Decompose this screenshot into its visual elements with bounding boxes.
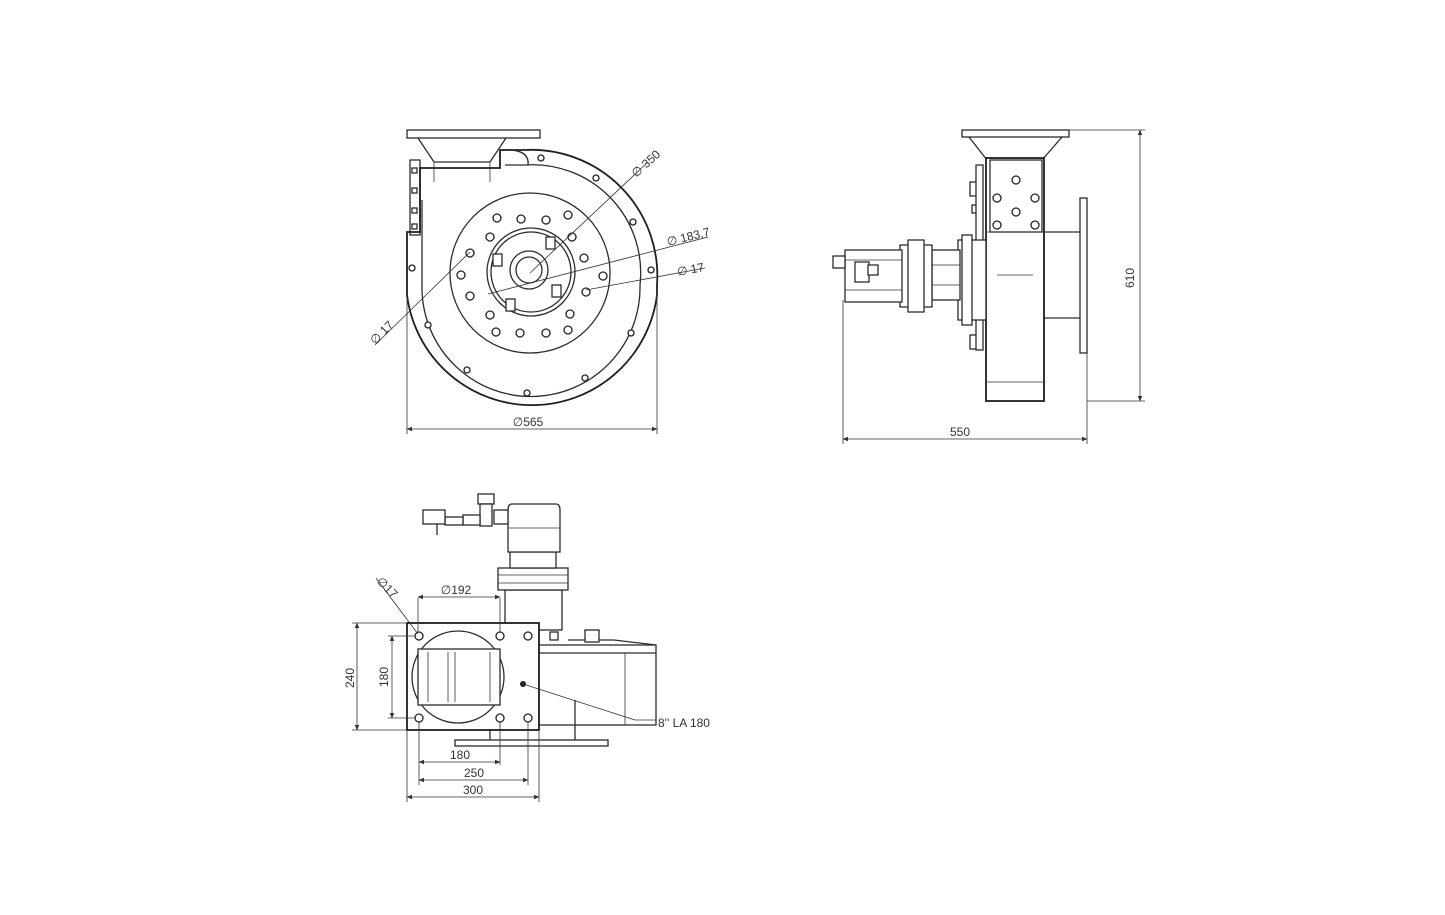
dim-text-hole-17: ∅17 — [374, 574, 401, 601]
dim-text-183: ∅ 183,7 — [665, 225, 711, 249]
front-hub-outer — [486, 227, 576, 317]
dim-text-17-left: ∅ 17 — [367, 318, 396, 347]
dim-text-180-v: 180 — [377, 667, 391, 687]
callout-motor: 8'' LA 180 — [658, 716, 710, 730]
dim-text-550: 550 — [950, 425, 970, 439]
front-bolt-circle-holes — [456, 210, 608, 338]
dim-text-300: 300 — [463, 783, 483, 797]
front-plate-circle — [449, 192, 611, 354]
front-view: ∅565 ∅ 350 ∅ 183,7 ∅ 17 ∅ 17 — [367, 129, 712, 434]
side-motor-cap — [844, 249, 903, 303]
side-rear-flange — [1079, 197, 1088, 354]
bottom-fitting — [422, 509, 446, 525]
dim-text-350: ∅ 350 — [629, 147, 664, 180]
bottom-view: 8'' LA 180 ∅192 ∅17 240 180 180 250 300 — [343, 493, 710, 802]
dim-text-180-h: 180 — [450, 748, 470, 762]
front-housing-holes — [408, 154, 655, 397]
front-housing-outline — [406, 148, 659, 406]
bottom-motor-base — [497, 567, 569, 591]
side-view: 610 550 — [832, 129, 1145, 444]
dim-text-250: 250 — [464, 766, 484, 780]
leader-hole-17 — [375, 577, 419, 635]
front-top-plate — [406, 129, 541, 139]
leader-17-left — [374, 251, 471, 346]
dim-text-192: ∅192 — [441, 583, 472, 597]
side-plate-holes — [992, 175, 1040, 230]
leader-17-right — [585, 267, 706, 291]
leader-183 — [487, 236, 709, 295]
dim-text-610: 610 — [1123, 268, 1137, 288]
bottom-foot — [454, 739, 609, 747]
bottom-inlet-opening — [411, 630, 505, 724]
front-inlet-funnel — [417, 137, 507, 163]
leader-350 — [529, 161, 649, 274]
dim-text-240: 240 — [343, 668, 357, 688]
side-top-plate — [961, 129, 1070, 138]
dim-text-565: ∅565 — [513, 415, 544, 429]
dim-text-17-right: ∅ 17 — [676, 260, 706, 279]
front-scroll — [421, 164, 642, 398]
bottom-housing — [537, 644, 657, 726]
front-shaft — [515, 256, 543, 284]
